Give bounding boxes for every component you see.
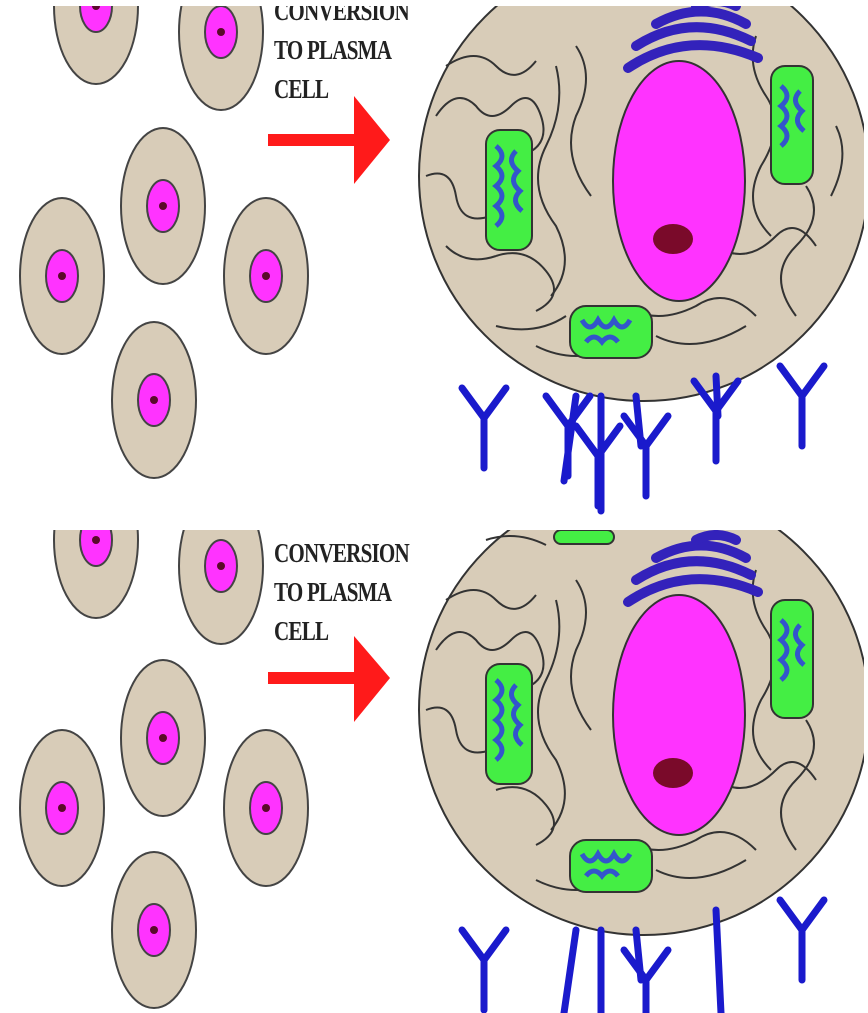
b-cell: [224, 730, 308, 886]
conversion-arrow: [268, 96, 390, 184]
mitochondrion: [486, 664, 532, 784]
diagram-panel-top: CONVERSION TO PLASMA CELL: [16, 6, 864, 526]
label-line-3: CELL: [274, 70, 409, 109]
b-cell: [20, 198, 104, 354]
antibody: [624, 416, 668, 496]
plasma-cell-nucleus: [613, 61, 745, 301]
label-line-3: CELL: [274, 612, 409, 651]
plasma-cell-nucleus: [613, 595, 745, 835]
b-cell: [224, 198, 308, 354]
label-line-2: TO PLASMA: [274, 573, 409, 612]
antibody: [780, 900, 824, 980]
b-cell: [121, 660, 205, 816]
diagram-panel-bottom: CONVERSION TO PLASMA CELL: [16, 530, 864, 1013]
antibody: [462, 930, 506, 1010]
b-cell: [20, 730, 104, 886]
label-line-2: TO PLASMA: [274, 31, 409, 70]
nucleolus: [653, 224, 693, 254]
mitochondrion: [771, 66, 813, 184]
conversion-illustration-bottom: [16, 530, 864, 1013]
b-cell: [179, 6, 263, 110]
antibody: [780, 366, 824, 446]
mitochondrion: [486, 130, 532, 250]
nucleolus: [653, 758, 693, 788]
b-cell: [121, 128, 205, 284]
b-cell: [112, 322, 196, 478]
mitochondrion: [570, 840, 652, 892]
label-line-1: CONVERSION: [274, 6, 409, 31]
b-cell: [54, 530, 138, 618]
antibody: [462, 388, 506, 468]
antibody: [624, 950, 668, 1013]
plasma-cell: [419, 530, 864, 935]
b-cell: [179, 530, 263, 644]
b-cell: [112, 852, 196, 1008]
b-cell: [54, 6, 138, 84]
label-line-1: CONVERSION: [274, 534, 409, 573]
mitochondrion: [771, 600, 813, 718]
plasma-cell: [419, 6, 864, 401]
mitochondrion: [570, 306, 652, 358]
conversion-label: CONVERSION TO PLASMA CELL: [274, 534, 409, 651]
conversion-illustration-top: [16, 6, 864, 526]
conversion-label: CONVERSION TO PLASMA CELL: [274, 6, 409, 109]
